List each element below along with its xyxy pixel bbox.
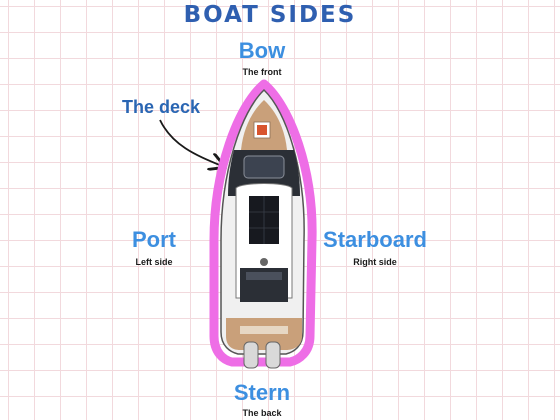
outboard-engine-right — [265, 341, 281, 369]
outboard-engine-left — [243, 341, 259, 369]
deck-arrow — [159, 119, 222, 166]
port-label: Port — [132, 227, 176, 252]
mast-light — [260, 258, 268, 266]
starboard-label: Starboard — [323, 227, 427, 252]
port-description: Left side — [135, 257, 173, 267]
bow-label: Bow — [238, 38, 286, 63]
stern-label: Stern — [233, 380, 291, 405]
console — [243, 155, 285, 179]
bow-description: The front — [242, 67, 282, 77]
deck-label: The deck — [122, 97, 201, 117]
page-title: BOAT SIDES — [183, 2, 357, 28]
starboard-description: Right side — [353, 257, 397, 267]
bow-cushion — [257, 125, 267, 135]
stern-description: The back — [242, 408, 282, 418]
deck-outline — [209, 79, 317, 367]
